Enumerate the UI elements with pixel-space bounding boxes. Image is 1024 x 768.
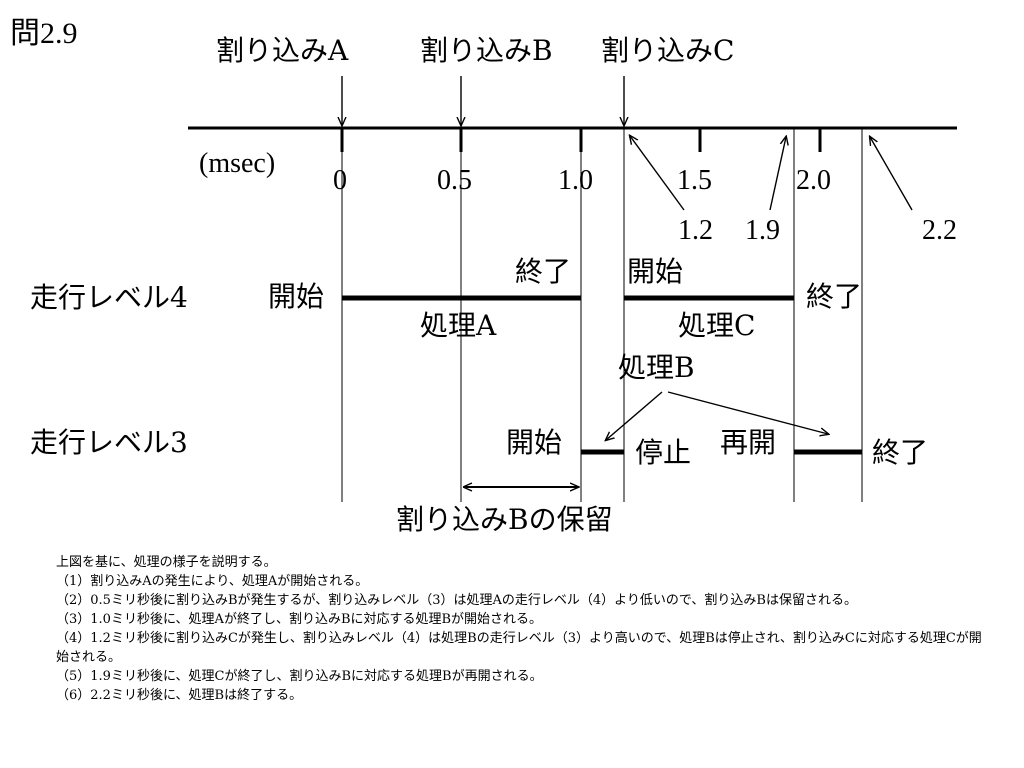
- process-b-resume-label: 再開: [720, 426, 777, 459]
- pointer-label-1.2: 1.2: [678, 215, 713, 246]
- tick-label-2.0: 2.0: [796, 165, 831, 196]
- interrupt-a-label: 割り込みA: [216, 34, 349, 67]
- process-c-end-label: 終了: [806, 280, 863, 313]
- explanation-line: 上図を基に、処理の様子を説明する。: [56, 555, 277, 570]
- process-c-start-label: 開始: [627, 255, 684, 288]
- hold-label: 割り込みBの保留: [396, 503, 613, 536]
- explanation-line: （1）割り込みAの発生により、処理Aが開始される。: [56, 574, 369, 589]
- process-b-stop-label: 停止: [635, 436, 692, 469]
- tick-label-1.5: 1.5: [677, 165, 712, 196]
- pointer-1.9-arrow: [769, 137, 786, 211]
- explanation-line: （6）2.2ミリ秒後に、処理Bは終了する。: [56, 688, 303, 703]
- tick-label-1.0: 1.0: [558, 165, 593, 196]
- process-b-arrow-right: [667, 391, 828, 434]
- explanation-line: （2）0.5ミリ秒後に割り込みBが発生するが、割り込みレベル（3）は処理Aの走行…: [56, 593, 857, 608]
- level4-start-label: 開始: [268, 280, 325, 313]
- explanation-line: （4）1.2ミリ秒後に割り込みCが発生し、割り込みレベル（4）は処理Bの走行レベ…: [56, 631, 982, 665]
- explanation-text: 上図を基に、処理の様子を説明する。 （1）割り込みAの発生により、処理Aが開始さ…: [56, 553, 986, 705]
- tick-label-0.5: 0.5: [437, 165, 472, 196]
- process-a-end-label: 終了: [515, 255, 572, 288]
- explanation-line: （3）1.0ミリ秒後に、処理Aが終了し、割り込みBに対応する処理Bが開始される。: [56, 612, 543, 627]
- process-c-label: 処理C: [678, 309, 756, 342]
- process-b-end-label: 終了: [872, 436, 929, 469]
- problem-title: 問2.9: [10, 17, 78, 50]
- interrupt-c-label: 割り込みC: [601, 34, 735, 67]
- level3-label: 走行レベル3: [30, 426, 188, 459]
- pointer-label-1.9: 1.9: [745, 215, 780, 246]
- explanation-line: （5）1.9ミリ秒後に、処理Cが終了し、割り込みBに対応する処理Bが再開される。: [56, 669, 543, 684]
- process-b-label: 処理B: [618, 351, 695, 384]
- pointer-1.2-arrow: [630, 136, 685, 211]
- process-b-arrow-left: [606, 391, 663, 440]
- axis-unit: (msec): [199, 148, 276, 179]
- tick-label-0: 0: [333, 165, 347, 196]
- pointer-2.2-arrow: [870, 137, 913, 211]
- pointer-label-2.2: 2.2: [922, 215, 957, 246]
- process-a-label: 処理A: [420, 309, 497, 342]
- interrupt-b-label: 割り込みB: [420, 34, 553, 67]
- process-b-start-label: 開始: [506, 426, 563, 459]
- level4-label: 走行レベル4: [30, 281, 188, 314]
